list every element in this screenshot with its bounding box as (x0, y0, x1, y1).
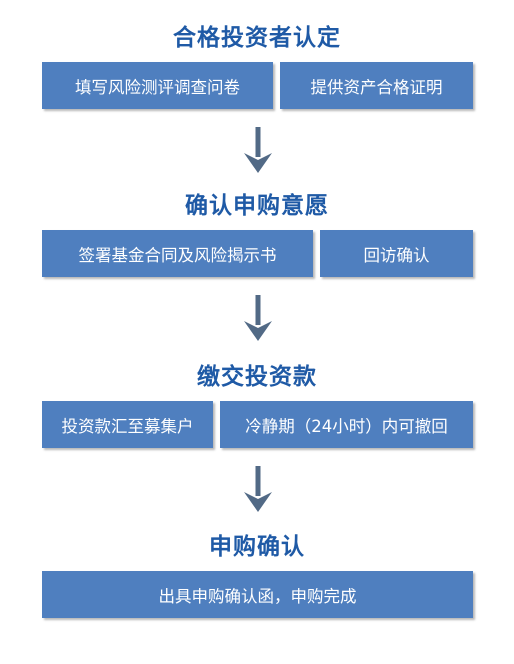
step-2-box-callback-confirm: 回访确认 (320, 230, 473, 277)
step-2-title: 确认申购意愿 (185, 193, 329, 219)
step-3-box-transfer-funds: 投资款汇至募集户 (42, 401, 213, 448)
down-arrow-icon (244, 127, 272, 173)
step-1-box-questionnaire: 填写风险测评调查问卷 (42, 62, 273, 109)
down-arrow-icon (244, 466, 272, 512)
step-1-box-asset-proof: 提供资产合格证明 (280, 62, 473, 109)
step-3-box-cooling-period: 冷静期（24小时）内可撤回 (220, 401, 473, 448)
step-3-title: 缴交投资款 (197, 364, 317, 390)
step-4-box-confirmation-letter: 出具申购确认函，申购完成 (42, 571, 473, 618)
step-1-title: 合格投资者认定 (173, 25, 341, 51)
step-2-box-sign-contract: 签署基金合同及风险揭示书 (42, 230, 313, 277)
step-4-title: 申购确认 (209, 534, 305, 560)
down-arrow-icon (244, 295, 272, 341)
